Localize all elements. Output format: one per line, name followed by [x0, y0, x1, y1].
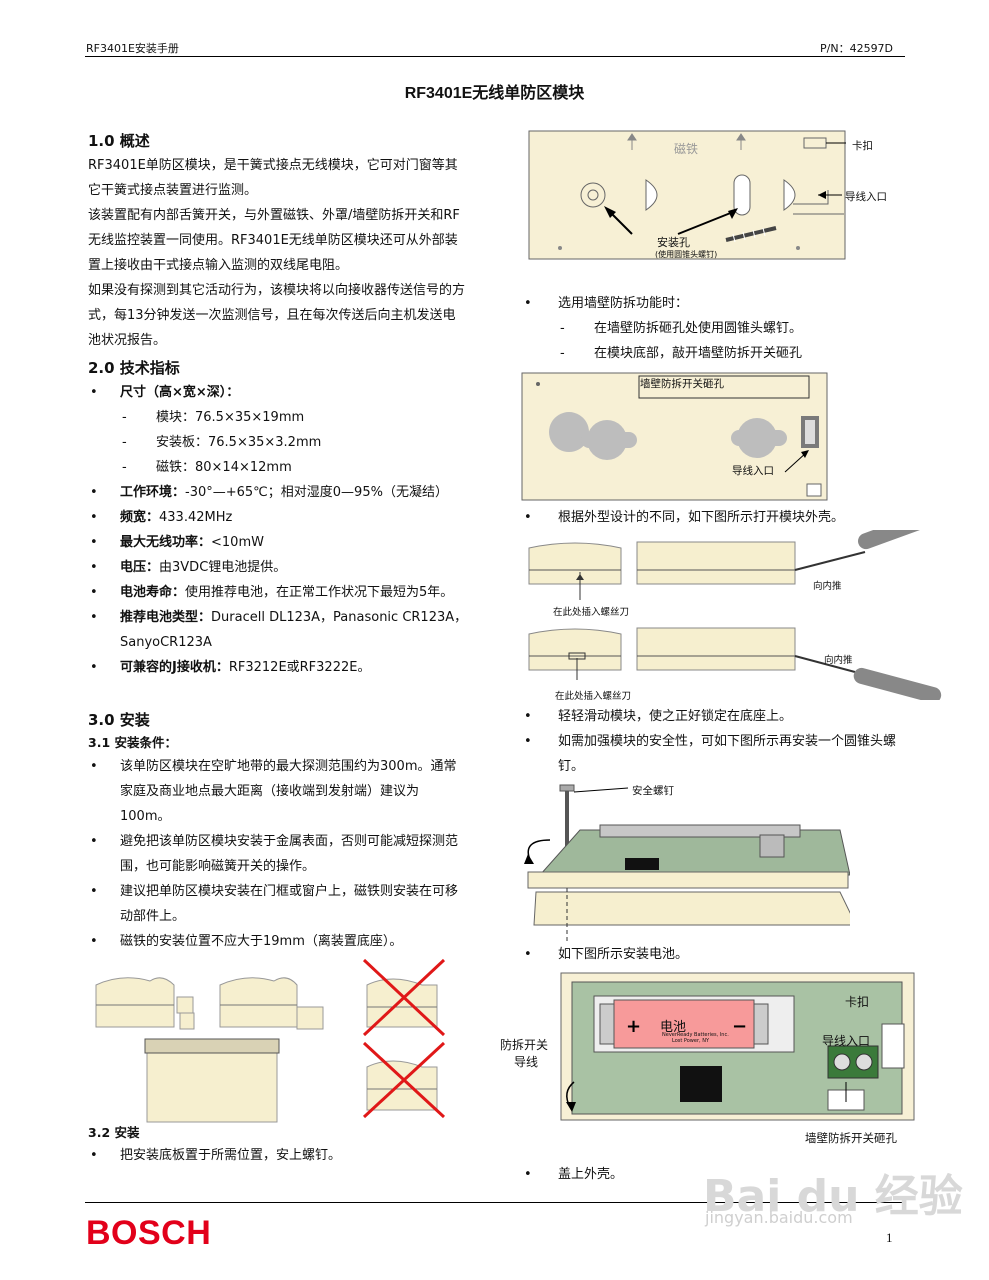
label-battery: 电池	[660, 1020, 687, 1035]
right-bullet: 选用墙壁防拆功能时：	[522, 291, 912, 316]
subsection-heading: 3.1 安装条件：	[88, 735, 177, 750]
spec-item: 电压：由3VDC锂电池提供。	[88, 555, 468, 580]
open-cover-figure	[528, 530, 942, 700]
spec-item: 频宽：433.42MHz	[88, 505, 468, 530]
label-wire-entry: 导线入口	[822, 1034, 871, 1048]
right-bullet: 盖上外壳。	[522, 1162, 912, 1187]
label-mount-hole: 安装孔	[657, 236, 690, 249]
install-condition: 避免把该单防区模块安装于金属表面，否则可能减短探测范围，也可能影响磁簧开关的操作…	[88, 829, 468, 879]
label-wire-entry: 导线入口	[732, 465, 774, 477]
watermark-logo: Bai du 经验	[703, 1171, 963, 1222]
footer-rule	[85, 1202, 905, 1203]
label-mount-hole-note: (使用圆锥头螺钉)	[655, 250, 718, 259]
spec-subitem: 模块：76.5×35×19mm	[88, 405, 468, 430]
install-condition: 磁铁的安装位置不应大于19mm（离装置底座）。	[88, 929, 468, 954]
header-left: RF3401E安装手册	[86, 42, 179, 55]
install-condition: 建议把单防区模块安装在门框或窗户上，磁铁则安装在可移动部件上。	[88, 879, 468, 929]
section-heading: 1.0 概述	[88, 132, 150, 150]
label-clip: 卡扣	[852, 140, 873, 152]
label-push-in: 向内推	[813, 581, 842, 592]
right-bullet: 轻轻滑动模块，使之正好锁定在底座上。	[522, 704, 912, 729]
page-number: 1	[886, 1230, 893, 1245]
spec-item: 推荐电池类型：Duracell DL123A，Panasonic CR123A，…	[88, 605, 468, 655]
module-base-figure	[521, 372, 828, 501]
label-insert-screwdriver: 在此处插入螺丝刀	[553, 607, 630, 618]
right-subitem: 在墙壁防拆砸孔处使用圆锥头螺钉。	[558, 316, 908, 341]
battery-install-figure: + −	[560, 972, 915, 1121]
section-overview: 1.0 概述 RF3401E单防区模块，是干簧式接点无线模块，它可对门窗等其它干…	[88, 130, 468, 353]
security-screw-figure	[524, 784, 850, 942]
label-push-in: 向内推	[824, 655, 853, 666]
spec-subitem: 磁铁：80×14×12mm	[88, 455, 468, 480]
spec-subitem: 安装板：76.5×35×3.2mm	[88, 430, 468, 455]
right-bullet: 如下图所示安装电池。	[522, 942, 912, 967]
section-install-steps: 3.2 安装 把安装底板置于所需位置，安上螺钉。	[88, 1123, 468, 1168]
bosch-logo: BOSCH	[86, 1214, 212, 1252]
magnet-placement-figure	[95, 958, 446, 1123]
label-security-screw: 安全螺钉	[632, 785, 674, 797]
paragraph: 如果没有探测到其它活动行为，该模块将以向接收器传送信号的方式，每13分钟发送一次…	[88, 283, 466, 348]
paragraph: 该装置配有内部舌簧开关，与外置磁铁、外罩/墙壁防拆开关和RF无线监控装置一同使用…	[88, 208, 460, 273]
subsection-heading: 3.2 安装	[88, 1125, 140, 1140]
battery-plus-icon: +	[626, 1016, 641, 1037]
label-wire-entry: 导线入口	[845, 191, 887, 203]
spec-item: 电池寿命：使用推荐电池，在正常工作状况下最短为5年。	[88, 580, 468, 605]
spec-item: 可兼容的J接收机：RF3212E或RF3222E。	[88, 655, 468, 680]
label-insert-screwdriver: 在此处插入螺丝刀	[555, 691, 632, 702]
label-battery-brand: NeverReady Batteries, Inc.	[662, 1032, 729, 1038]
section-heading: 3.0 安装	[88, 711, 150, 729]
label-battery-brand-2: Lost Power, NY	[672, 1038, 710, 1044]
page-title: RF3401E无线单防区模块	[404, 85, 585, 102]
right-bullet: 如需加强模块的安全性，可如下图所示再安装一个圆锥头螺钉。	[522, 729, 912, 779]
section-heading: 2.0 技术指标	[88, 359, 180, 377]
label-tamper-knockout: 墙壁防拆开关砸孔	[640, 378, 724, 390]
label-tamper-switch: 防拆开关	[500, 1038, 549, 1052]
install-condition: 该单防区模块在空旷地带的最大探测范围约为300m。通常家庭及商业地点最大距离（接…	[88, 754, 468, 829]
section-install: 3.0 安装 3.1 安装条件： 该单防区模块在空旷地带的最大探测范围约为300…	[88, 709, 468, 954]
install-step: 把安装底板置于所需位置，安上螺钉。	[88, 1143, 468, 1168]
spec-item: 工作环境：-30°—+65℃；相对湿度0—95%（无凝结）	[88, 480, 468, 505]
paragraph: RF3401E单防区模块，是干簧式接点无线模块，它可对门窗等其它干簧式接点装置进…	[88, 158, 458, 198]
right-subitem: 在模块底部，敲开墙壁防拆开关砸孔	[558, 341, 908, 366]
label-tamper-knockout: 墙壁防拆开关砸孔	[805, 1131, 897, 1145]
header-rule	[85, 56, 905, 57]
battery-minus-icon: −	[732, 1016, 747, 1037]
spec-item: 最大无线功率：<10mW	[88, 530, 468, 555]
label-tamper-wire: 导线	[514, 1055, 539, 1069]
mounting-plate-figure	[528, 130, 846, 260]
label-magnet: 磁铁	[674, 142, 699, 156]
right-bullet: 根据外型设计的不同，如下图所示打开模块外壳。	[522, 505, 912, 530]
label-clip: 卡扣	[845, 995, 870, 1009]
section-specs: 2.0 技术指标 尺寸（高×宽×深）： 模块：76.5×35×19mm 安装板：…	[88, 357, 468, 680]
spec-item: 尺寸（高×宽×深）：	[88, 380, 468, 405]
watermark-url: jingyan.baidu.com	[705, 1208, 853, 1227]
header-right: P/N：42597D	[820, 42, 894, 55]
